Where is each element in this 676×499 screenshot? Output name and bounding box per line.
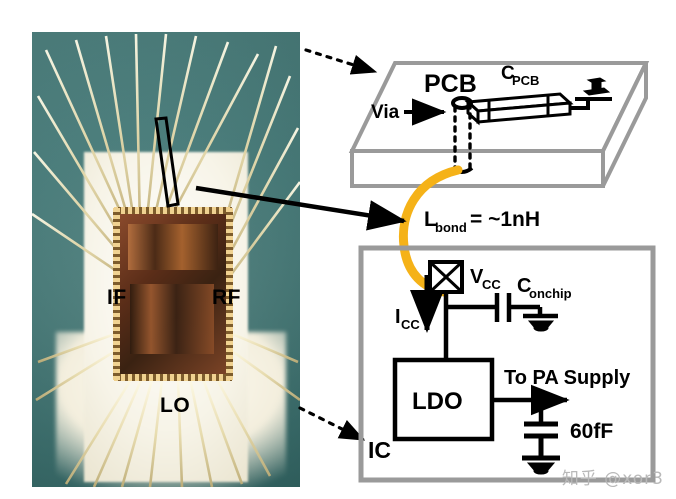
- load-ground-symbol: [522, 455, 560, 475]
- bond-wire-highlight-box: [154, 116, 180, 208]
- vcc-label: V: [470, 266, 484, 288]
- micrograph-label-lo: LO: [160, 394, 191, 417]
- onchip-capacitor: [494, 293, 543, 322]
- pcb-title: PCB: [424, 70, 477, 98]
- conchip-sublabel: onchip: [529, 286, 572, 301]
- leader-to-pcb: [304, 48, 378, 75]
- chip-micrograph: IF RF LO: [32, 32, 300, 487]
- pad-ring-left: [113, 208, 120, 380]
- conchip-label: C: [517, 275, 531, 297]
- ldo-block: [392, 357, 495, 442]
- micrograph-annotations: [154, 116, 180, 208]
- micrograph-label-rf: RF: [212, 286, 241, 309]
- icc-label: I: [395, 306, 401, 328]
- ic-title: IC: [368, 437, 391, 463]
- bond-wire-array: [32, 33, 300, 487]
- bondwire-value: = ~1nH: [470, 208, 540, 231]
- ldo-output-net: [492, 384, 570, 424]
- pcb-cap-label: C: [501, 63, 515, 84]
- pad-ring-right: [226, 208, 233, 380]
- bond-wire-pointer-arrow: [195, 185, 407, 231]
- vcc-sublabel: CC: [482, 277, 501, 292]
- bondwire-sublabel: bond: [435, 220, 467, 235]
- micrograph-label-if: IF: [107, 286, 127, 309]
- ldo-label: LDO: [412, 388, 463, 415]
- pcb-via-label: Via: [371, 102, 400, 123]
- vcc-rail: [443, 292, 497, 360]
- leader-to-ic: [298, 406, 366, 442]
- pcb-cap-sublabel: PCB: [512, 73, 539, 88]
- die-image: [113, 207, 233, 381]
- watermark: 知乎 @xor3: [561, 469, 664, 489]
- output-label: To PA Supply: [504, 367, 631, 389]
- pcb-via: [450, 96, 474, 174]
- pad-ring-top: [114, 207, 232, 214]
- onchip-ground-symbol: [523, 313, 558, 332]
- ic-boundary-box: [358, 245, 656, 483]
- icc-sublabel: CC: [401, 317, 420, 332]
- load-cap-label: 60fF: [570, 420, 613, 443]
- pad-ring-bottom: [114, 374, 232, 381]
- pcb-smd-capacitor: [464, 92, 574, 126]
- load-capacitor: [524, 421, 558, 458]
- vcc-bond-pad: [428, 260, 464, 294]
- bondwire-label: L: [424, 208, 437, 231]
- pcb-ground-symbol: [575, 77, 612, 101]
